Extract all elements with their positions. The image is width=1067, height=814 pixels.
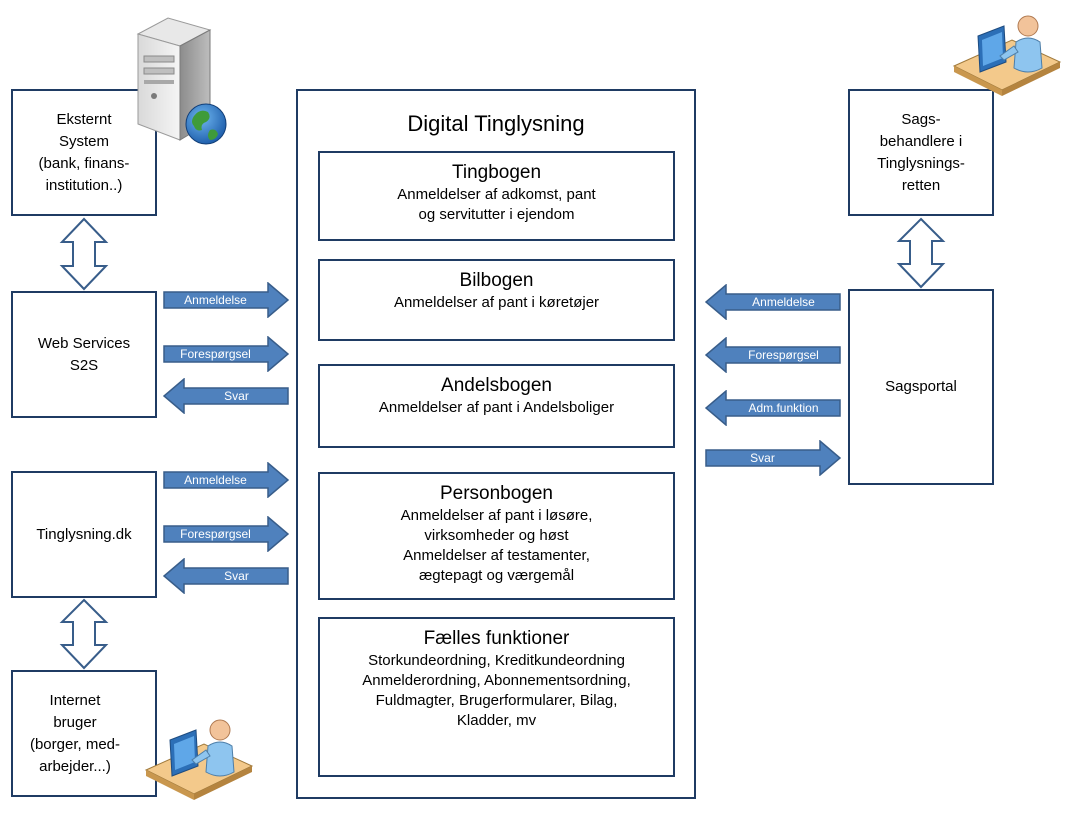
arrow-label: Svar [224, 389, 249, 403]
register-desc: Anmeldelser af pant i Andelsboliger [378, 399, 615, 416]
register-title: Tingbogen [451, 162, 542, 183]
external-system-label: Eksternt System (bank, finans- instituti… [38, 110, 130, 194]
arrow-ws-anmeldelse: Anmeldelse [163, 282, 289, 318]
double-arrow-caseworkers-portal [896, 217, 946, 289]
arrow-sp-anmeldelse: Anmeldelse [705, 284, 841, 320]
arrow-ws-svar: Svar [163, 378, 289, 414]
register-bilbogen: Bilbogen Anmeldelser af pant i køretøjer [318, 259, 675, 341]
register-personbogen: Personbogen Anmeldelser af pant i løsøre… [318, 472, 675, 600]
case-portal-box: Sagsportal [848, 289, 994, 485]
main-title: Digital Tinglysning [407, 111, 585, 136]
web-services-label: Web Services S2S [37, 334, 131, 374]
tinglysning-dk-box: Tinglysning.dk [11, 471, 157, 598]
arrow-sp-adm-funktion: Adm.funktion [705, 390, 841, 426]
arrow-label: Anmeldelse [752, 295, 815, 309]
arrow-tl-svar: Svar [163, 558, 289, 594]
register-title: Bilbogen [459, 270, 534, 291]
caseworkers-label: Sags- behandlere i Tinglysnings- retten [877, 110, 965, 194]
arrow-label: Forespørgsel [748, 348, 819, 362]
arrow-tl-forespoergsel: Forespørgsel [163, 516, 289, 552]
arrow-label: Forespørgsel [180, 527, 251, 541]
register-desc: Anmeldelser af pant i køretøjer [393, 294, 600, 311]
arrow-label: Adm.funktion [748, 401, 819, 415]
internet-user-label: Internet bruger (borger, med- arbejder..… [29, 691, 121, 775]
arrow-label: Forespørgsel [180, 347, 251, 361]
arrow-sp-svar: Svar [705, 440, 841, 476]
case-portal-label: Sagsportal [885, 378, 957, 395]
double-arrow-external-webservices [59, 217, 109, 291]
arrow-label: Svar [224, 569, 249, 583]
arrow-label: Svar [750, 451, 775, 465]
external-system-box: Eksternt System (bank, finans- instituti… [11, 89, 157, 216]
register-desc: Storkundeordning, Kreditkundeordning Anm… [362, 652, 631, 729]
register-title: Andelsbogen [441, 375, 552, 396]
web-services-box: Web Services S2S [11, 291, 157, 418]
register-tingbogen: Tingbogen Anmeldelser af adkomst, pant o… [318, 151, 675, 241]
register-desc: Anmeldelser af adkomst, pant og servitut… [397, 186, 596, 223]
double-arrow-tinglysning-internet [59, 598, 109, 670]
arrow-label: Anmeldelse [184, 293, 247, 307]
person-at-computer-icon [952, 12, 1062, 96]
arrow-ws-forespoergsel: Forespørgsel [163, 336, 289, 372]
register-desc: Anmeldelser af pant i løsøre, virksomhed… [400, 507, 593, 584]
caseworkers-box: Sags- behandlere i Tinglysnings- retten [848, 89, 994, 216]
register-title: Fælles funktioner [423, 628, 570, 649]
arrow-label: Anmeldelse [184, 473, 247, 487]
arrow-tl-anmeldelse: Anmeldelse [163, 462, 289, 498]
register-andelsbogen: Andelsbogen Anmeldelser af pant i Andels… [318, 364, 675, 448]
person-at-computer-icon [144, 716, 254, 800]
internet-user-box: Internet bruger (borger, med- arbejder..… [11, 670, 157, 797]
arrow-sp-forespoergsel: Forespørgsel [705, 337, 841, 373]
register-title: Personbogen [439, 483, 554, 504]
register-faelles-funktioner: Fælles funktioner Storkundeordning, Kred… [318, 617, 675, 777]
server-globe-icon [130, 12, 230, 146]
tinglysning-dk-label: Tinglysning.dk [36, 525, 132, 543]
